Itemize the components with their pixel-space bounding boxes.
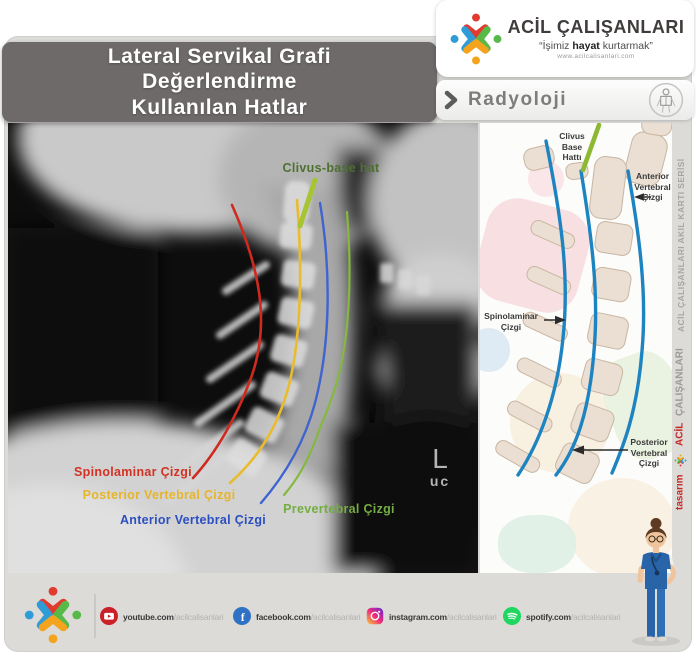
- series-vertical-text: ACİL ÇALIŞANLARI AKIL KARTI SERİSİ: [676, 158, 686, 332]
- marker-letter: L: [432, 443, 448, 474]
- instagram-icon: [366, 607, 384, 625]
- svg-text:f: f: [241, 612, 245, 624]
- xray-side-marker: L uc: [416, 443, 464, 490]
- brand-header: ACİL ÇALIŞANLARI “İşimiz hayat kurtarmak…: [436, 0, 694, 77]
- social-domain: youtube.com: [123, 612, 174, 622]
- social-domain: spotify.com: [526, 612, 571, 622]
- spotify-icon: [503, 607, 521, 625]
- social-handle: /acilcalisanlari: [570, 612, 621, 622]
- xray-label-prevertebral: Prevertebral Çizgi: [283, 502, 395, 516]
- prevertebral-line: [282, 210, 351, 497]
- social-link-spotify[interactable]: spotify.com/acilcalisanlari: [503, 607, 621, 625]
- arrow-left-icon: [572, 445, 584, 455]
- arrow-left-icon: [634, 193, 644, 201]
- diagram-posterior-line: [554, 169, 598, 477]
- xray-label-anterior: Anterior Vertebral Çizgi: [119, 513, 267, 527]
- diagram-spinolaminar-line: [516, 139, 567, 477]
- diagram-label-posterior: Posterior Vertebral Çizgi: [630, 437, 668, 469]
- diagram-blue-lines: [516, 139, 646, 477]
- diagram-label-clivus: Clivus Base Hattı: [559, 131, 585, 163]
- diagram-label-anterior: Anterior Vertebral Çizgi: [634, 171, 671, 203]
- title-banner: Lateral Servikal Grafi Değerlendirme Kul…: [2, 42, 437, 122]
- social-link-facebook[interactable]: f facebook.com/acilcalisanlari: [233, 607, 361, 625]
- posterior-vertebral-line: [228, 198, 302, 485]
- category-label: Radyoloji: [468, 89, 568, 110]
- xray-label-clivus: Clivus-base hat: [282, 161, 380, 175]
- social-link-youtube[interactable]: youtube.com/acilcalisanlari: [100, 607, 224, 625]
- spinolaminar-line: [191, 203, 263, 480]
- anterior-vertebral-line: [259, 201, 329, 505]
- brand-website: www.acilcalisanlari.com: [557, 53, 635, 60]
- brand-logo-icon: [24, 586, 82, 644]
- brand-text: ACİL ÇALIŞANLARI “İşimiz hayat kurtarmak…: [504, 17, 688, 60]
- diagram-anterior-line: [610, 169, 646, 475]
- tagline-prefix: “İşimiz: [539, 40, 573, 52]
- nurse-illustration: [632, 518, 680, 646]
- social-domain: instagram.com: [389, 612, 447, 622]
- tagline-suffix: kurtarmak”: [599, 40, 653, 52]
- brand-logo-icon: [674, 454, 687, 467]
- title-line: Değerlendirme: [142, 70, 297, 94]
- spine-diagram: Clivus Base Hattı Anterior Vertebral Çiz…: [480, 123, 672, 573]
- social-handle: /acilcalisanlari: [310, 612, 361, 622]
- social-domain: facebook.com: [256, 612, 311, 622]
- social-link-instagram[interactable]: instagram.com/acilcalisanlari: [366, 607, 497, 625]
- footer-divider: [94, 594, 96, 638]
- youtube-icon: [100, 607, 118, 625]
- social-handle: /acilcalisanlari: [173, 612, 224, 622]
- watermark-blob: [498, 515, 576, 573]
- tagline-bold: hayat: [572, 40, 600, 52]
- category-bar: Radyoloji: [436, 80, 694, 120]
- design-brand-rest: ÇALIŞANLARI: [674, 347, 686, 416]
- brand-logo-icon: [450, 13, 502, 64]
- title-line: Kullanılan Hatlar: [131, 95, 308, 119]
- xray-art: [8, 123, 478, 573]
- xray-annotation-lines: [191, 177, 351, 505]
- design-brand-bold: ACİL: [674, 422, 686, 446]
- facebook-icon: f: [233, 607, 251, 625]
- diagram-label-spinolaminar: Spinolaminar Çizgi: [484, 311, 538, 332]
- marker-sub: uc: [429, 473, 451, 489]
- xray-image: Clivus-base hat Spinolaminar Çizgi Poste…: [8, 123, 478, 573]
- title-line: Lateral Servikal Grafi: [107, 45, 332, 69]
- xray-label-posterior: Posterior Vertebral Çizgi: [82, 488, 236, 502]
- brand-tagline: “İşimiz hayat kurtarmak”: [539, 40, 653, 52]
- spine-diagram-art: [495, 123, 672, 484]
- chevron-right-icon: [444, 90, 458, 110]
- brand-name: ACİL ÇALIŞANLARI: [507, 17, 685, 37]
- design-prefix: tasarım: [674, 474, 686, 510]
- diagram-clivus-line: [580, 123, 602, 173]
- xray-label-spinolaminar: Spinolaminar Çizgi: [74, 465, 192, 479]
- design-credit-vertical: tasarım ACİL ÇALIŞANLARI: [674, 346, 687, 512]
- social-handle: /acilcalisanlari: [446, 612, 497, 622]
- arrow-right-icon: [555, 315, 566, 325]
- radiology-person-icon: [648, 82, 684, 118]
- clivus-base-line: [297, 177, 318, 229]
